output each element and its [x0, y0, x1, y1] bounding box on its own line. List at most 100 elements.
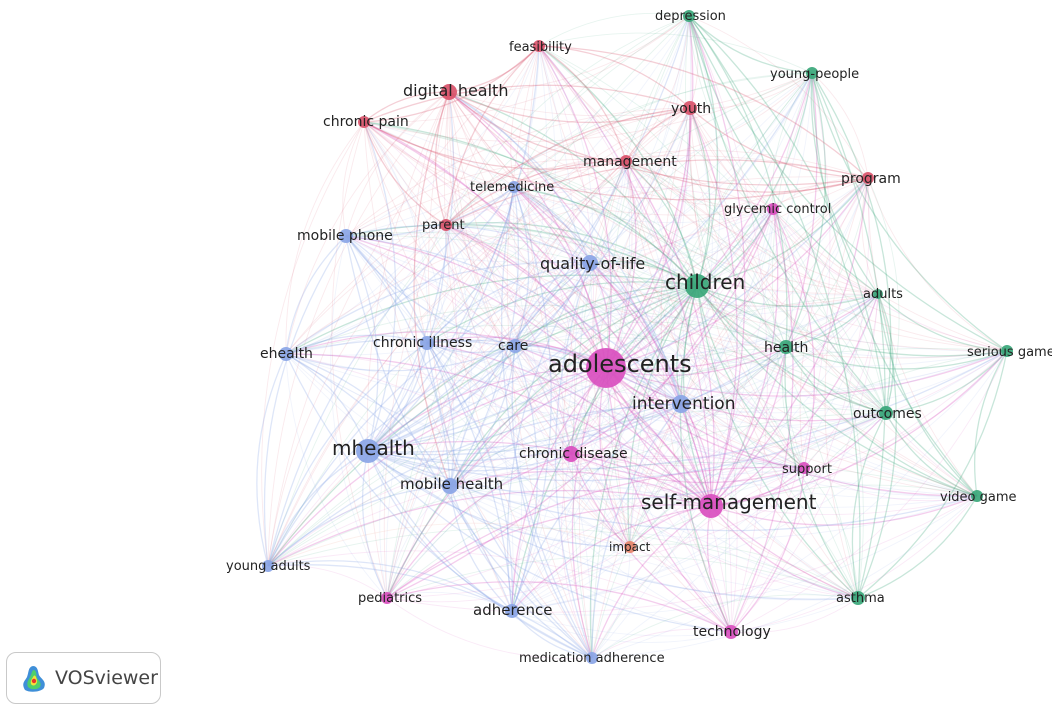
node-intervention[interactable]	[672, 395, 690, 413]
node-technology[interactable]	[724, 625, 738, 639]
network-edge	[591, 403, 682, 659]
network-edge	[366, 91, 450, 599]
network-edge	[554, 262, 593, 659]
network-edge	[449, 160, 627, 487]
node-support[interactable]	[798, 462, 810, 474]
network-edge	[511, 495, 978, 616]
node-parent[interactable]	[440, 219, 452, 231]
network-edge	[625, 160, 978, 497]
network-edge	[629, 403, 682, 548]
node-mobile-health[interactable]	[442, 478, 458, 494]
node-chronic-pain[interactable]	[358, 116, 370, 128]
network-edge	[591, 505, 712, 659]
network-edge	[591, 594, 859, 659]
network-edge	[345, 224, 447, 241]
network-edge	[811, 72, 869, 179]
node-depression[interactable]	[683, 10, 695, 22]
node-serious-game[interactable]	[1001, 345, 1013, 357]
node-chronic-illness[interactable]	[420, 336, 434, 350]
network-edge	[680, 403, 887, 428]
network-edge	[367, 342, 428, 452]
network-edge	[730, 412, 887, 633]
network-edge	[367, 450, 732, 633]
network-edge	[570, 107, 691, 455]
node-medication-adherence[interactable]	[586, 652, 598, 664]
network-edge	[267, 550, 732, 633]
network-edge	[263, 235, 347, 567]
node-adolescents[interactable]	[586, 348, 626, 388]
network-edge	[513, 159, 627, 188]
network-edge	[606, 15, 690, 548]
network-edge	[730, 350, 1008, 633]
node-young-people[interactable]	[806, 67, 818, 79]
network-edge	[803, 350, 1008, 469]
network-edge	[426, 72, 813, 344]
node-youth[interactable]	[683, 101, 697, 115]
network-edge	[625, 160, 774, 210]
node-adherence[interactable]	[505, 604, 519, 618]
network-edge	[589, 160, 627, 264]
network-edge	[625, 15, 690, 162]
network-edge	[426, 262, 591, 344]
network-edge	[426, 186, 515, 344]
network-edge	[285, 338, 682, 405]
network-edge	[448, 91, 515, 188]
network-edge	[363, 121, 682, 405]
node-management[interactable]	[620, 155, 632, 167]
network-edge	[426, 342, 631, 548]
node-label-health: health	[764, 340, 808, 356]
network-edge	[363, 91, 450, 123]
node-quality-of-life[interactable]	[582, 255, 598, 271]
network-edge	[625, 160, 887, 414]
node-mobile-phone[interactable]	[339, 229, 353, 243]
network-edge	[511, 293, 879, 612]
network-edge	[710, 72, 818, 507]
node-label-parent: parent	[422, 218, 465, 233]
node-video-game[interactable]	[971, 490, 983, 502]
network-edge	[426, 342, 887, 428]
network-edge	[785, 346, 887, 414]
node-outcomes[interactable]	[879, 406, 893, 420]
network-edge	[267, 461, 978, 567]
network-edge	[386, 591, 513, 612]
network-edge	[784, 346, 859, 599]
node-telemedicine[interactable]	[508, 181, 520, 193]
node-health[interactable]	[779, 340, 793, 354]
node-pediatrics[interactable]	[381, 592, 393, 604]
network-edge	[851, 412, 887, 599]
node-feasibility[interactable]	[533, 40, 545, 52]
network-edge	[345, 235, 631, 548]
node-children[interactable]	[685, 274, 709, 298]
network-edge	[710, 350, 1008, 507]
network-edge	[527, 45, 631, 548]
node-asthma[interactable]	[851, 591, 865, 605]
node-care[interactable]	[508, 339, 522, 353]
network-edge	[267, 348, 1008, 567]
node-mhealth[interactable]	[356, 439, 380, 463]
node-glycemic-control[interactable]	[767, 203, 779, 215]
node-chronic-disease[interactable]	[563, 446, 579, 462]
network-edge	[363, 121, 397, 452]
node-impact[interactable]	[624, 541, 636, 553]
network-edge	[267, 160, 627, 567]
edge-layer	[256, 12, 1008, 660]
node-adults[interactable]	[873, 289, 883, 299]
node-ehealth[interactable]	[279, 347, 293, 361]
network-edge	[449, 485, 732, 633]
network-edge	[367, 45, 540, 452]
node-young-adults[interactable]	[262, 560, 274, 572]
network-edge	[363, 45, 540, 123]
node-self-management[interactable]	[699, 494, 723, 518]
node-label-mhealth: mhealth	[332, 436, 415, 460]
network-edge	[367, 450, 805, 500]
network-edge	[445, 186, 515, 226]
network-edge	[285, 224, 447, 355]
network-edge	[449, 470, 712, 507]
node-digital-health[interactable]	[441, 84, 457, 100]
network-edge	[511, 208, 774, 612]
network-edge	[689, 107, 774, 210]
network-edge	[514, 345, 712, 507]
node-program[interactable]	[862, 172, 874, 184]
node-label-mobile-health: mobile health	[400, 475, 503, 493]
network-edge	[386, 367, 607, 599]
